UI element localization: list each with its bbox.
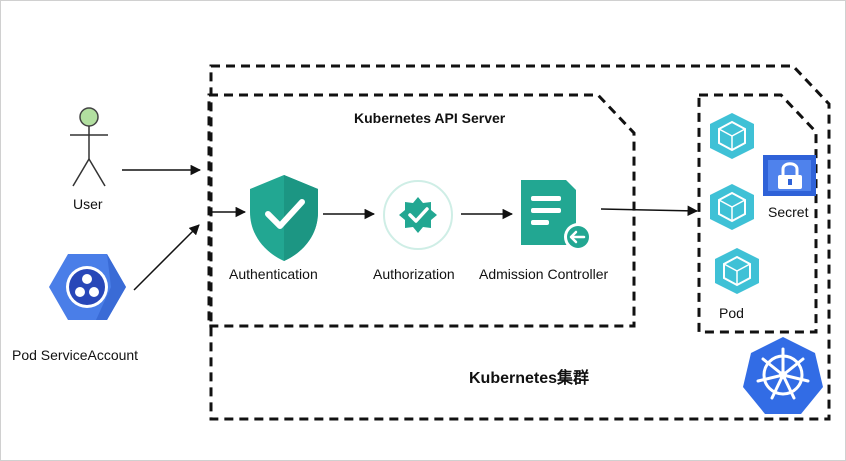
user-label: User: [73, 196, 103, 212]
service-account-hexagon-icon: [49, 254, 126, 320]
pod-label: Pod: [719, 305, 744, 321]
cluster-boundary: [209, 64, 831, 421]
kubernetes-helm-icon: [743, 337, 823, 414]
api-server-title: Kubernetes API Server: [354, 110, 506, 126]
shield-check-icon: [250, 175, 318, 261]
user-stick-figure-icon: [70, 107, 108, 187]
pod-cube-icon: [715, 248, 759, 294]
secret-label: Secret: [768, 204, 809, 220]
arrow-serviceaccount-to-api: [133, 224, 200, 291]
api-server-boundary: [207, 93, 636, 328]
cluster-title: Kubernetes集群: [469, 370, 590, 387]
pod-cube-icon: [710, 113, 754, 159]
pod-cube-icon: [710, 184, 754, 230]
arrow-admission-to-node: [600, 205, 699, 217]
pod-service-account-label: Pod ServiceAccount: [12, 347, 139, 363]
verified-badge-icon: [383, 180, 453, 250]
admission-controller-label: Admission Controller: [479, 266, 609, 282]
lock-secret-icon: [763, 155, 816, 196]
document-arrow-icon: [521, 180, 592, 251]
authorization-label: Authorization: [373, 266, 455, 282]
authentication-label: Authentication: [229, 266, 318, 282]
node-boundary: [697, 93, 818, 334]
